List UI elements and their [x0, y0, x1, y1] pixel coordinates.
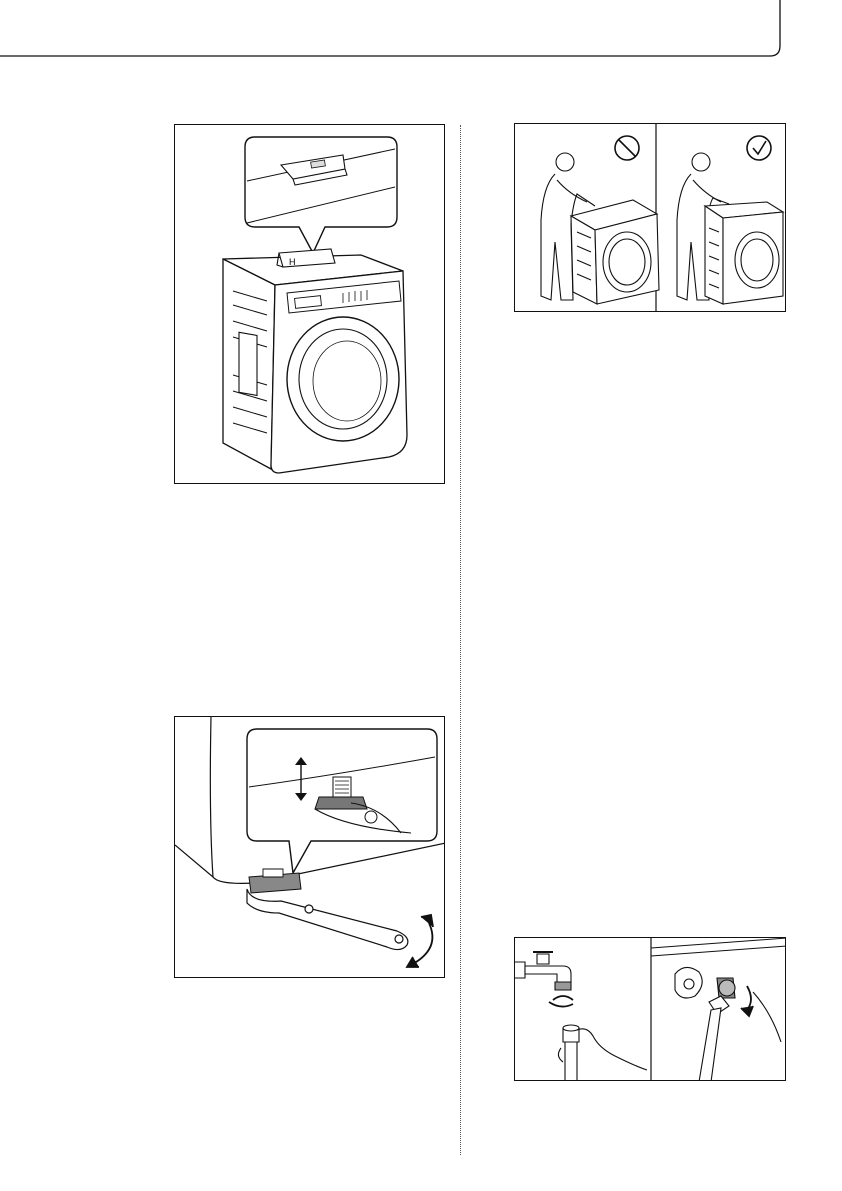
rotate-arrow-icon — [741, 986, 753, 1016]
figure-adjust-feet — [174, 716, 445, 978]
wrench-icon — [247, 889, 408, 950]
washing-machine-icon — [705, 202, 783, 304]
adjust-feet-illustration — [175, 717, 445, 978]
figure-level-check: H — [174, 124, 445, 484]
figure-move-washer — [514, 123, 786, 312]
washing-machine-icon: H — [175, 125, 445, 484]
rotate-arrow-icon — [549, 996, 573, 1007]
svg-text:H: H — [289, 257, 296, 267]
tap-icon — [515, 952, 571, 990]
hose-icon — [699, 978, 735, 1081]
column-divider — [460, 125, 461, 1155]
washing-machine-icon — [571, 200, 659, 304]
header-rule — [0, 0, 842, 60]
check-icon — [747, 136, 771, 160]
rotate-arrow-icon — [407, 915, 433, 967]
hose-icon — [563, 1025, 579, 1081]
connect-hose-illustration — [515, 938, 786, 1081]
figure-connect-hose — [514, 937, 786, 1081]
prohibited-icon — [615, 136, 639, 160]
move-washer-illustration — [515, 124, 786, 312]
